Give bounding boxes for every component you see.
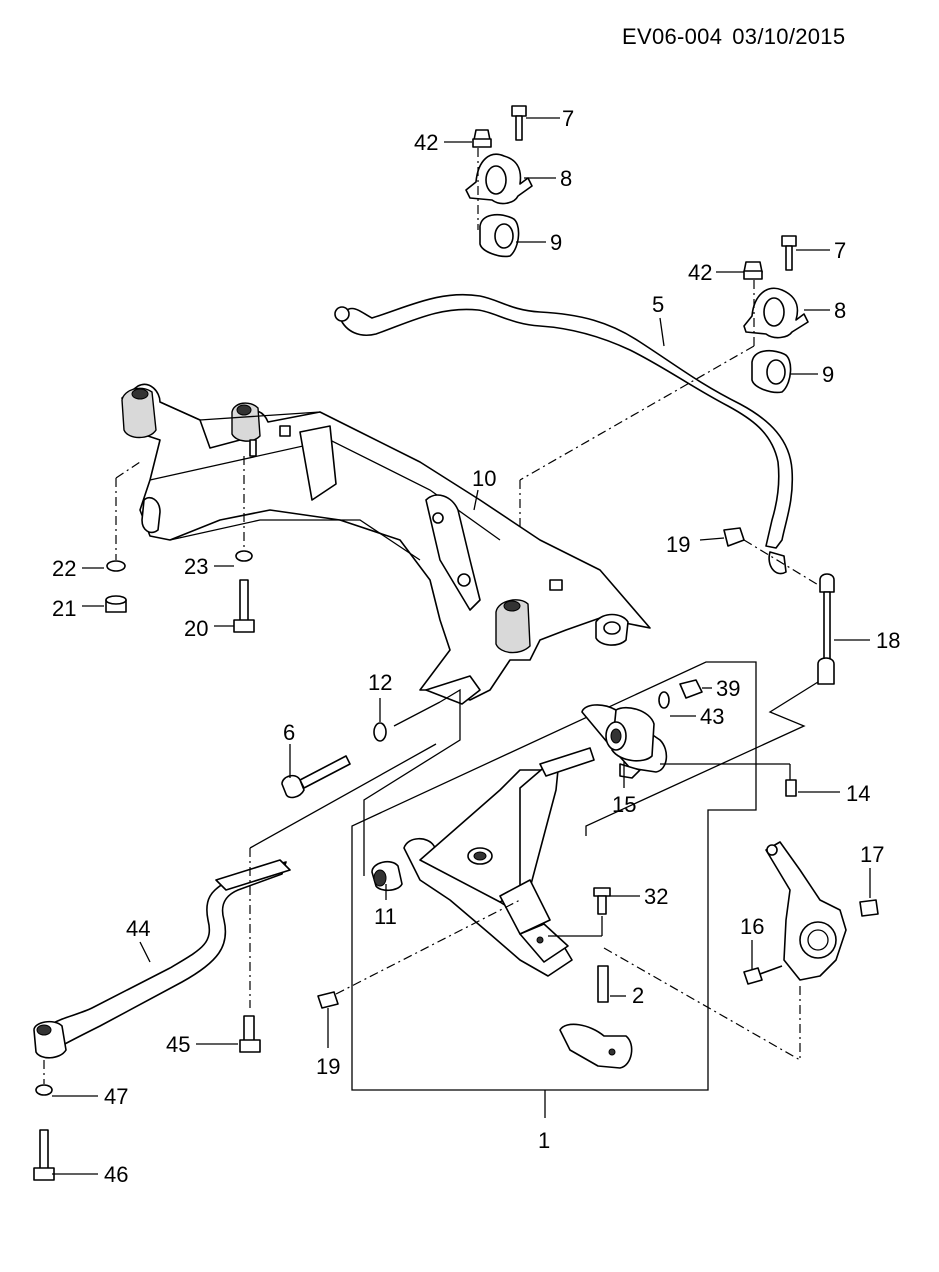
nut-19-top bbox=[723, 527, 745, 547]
washer-43 bbox=[658, 691, 670, 709]
callout-16: 16 bbox=[740, 914, 764, 939]
bolt-46 bbox=[39, 1129, 49, 1171]
callout-18: 18 bbox=[876, 628, 900, 653]
callout-45: 45 bbox=[166, 1032, 190, 1057]
callout-6: 6 bbox=[283, 720, 295, 745]
callout-19-top: 19 bbox=[666, 532, 690, 557]
washer-22 bbox=[106, 560, 126, 572]
callout-2: 2 bbox=[632, 983, 644, 1008]
stabilizer-link bbox=[817, 573, 835, 685]
bolt-14 bbox=[785, 779, 797, 797]
washer-12 bbox=[373, 722, 387, 742]
bolt-45 bbox=[243, 1015, 255, 1043]
callout-11: 11 bbox=[374, 904, 397, 929]
bolt-32 bbox=[593, 887, 611, 897]
callout-43: 43 bbox=[700, 704, 724, 729]
callout-8-left: 8 bbox=[560, 166, 572, 191]
bolt-6 bbox=[281, 755, 351, 799]
bushing-clamp-set-left bbox=[465, 105, 533, 258]
callout-10: 10 bbox=[472, 466, 496, 491]
callout-21: 21 bbox=[52, 596, 76, 621]
callout-42-left: 42 bbox=[414, 130, 438, 155]
callout-9-left: 9 bbox=[550, 230, 562, 255]
diagram-code: EV06-004 bbox=[622, 24, 723, 49]
nut-19-bottom bbox=[317, 991, 339, 1009]
callout-17: 17 bbox=[860, 842, 884, 867]
reinforcement-bar-44 bbox=[33, 859, 291, 1059]
callout-19-bottom: 19 bbox=[316, 1054, 340, 1079]
steering-knuckle bbox=[765, 841, 847, 981]
callout-7-left: 7 bbox=[562, 106, 574, 131]
washer-23 bbox=[235, 550, 253, 562]
callout-32: 32 bbox=[644, 884, 668, 909]
callout-5: 5 bbox=[652, 292, 664, 317]
callout-labels: 1 2 5 6 7 7 8 8 9 9 10 11 12 14 15 16 17… bbox=[52, 106, 900, 1187]
nut-39 bbox=[679, 679, 703, 699]
callout-42-right: 42 bbox=[688, 260, 712, 285]
callout-8-right: 8 bbox=[834, 298, 846, 323]
callout-39: 39 bbox=[716, 676, 740, 701]
assembly-1-bracket bbox=[351, 661, 757, 1091]
mount-line-left-top bbox=[115, 461, 141, 479]
bolt-16 bbox=[743, 967, 763, 985]
diagram-date: 03/10/2015 bbox=[732, 24, 846, 49]
leader-lines bbox=[52, 117, 871, 1175]
diagram-header: EV06-004 03/10/2015 bbox=[622, 24, 855, 50]
stabilizer-bar-end-right bbox=[768, 551, 787, 575]
callout-46: 46 bbox=[104, 1162, 128, 1187]
callout-9-right: 9 bbox=[822, 362, 834, 387]
callout-7-right: 7 bbox=[834, 238, 846, 263]
washer-47 bbox=[35, 1084, 53, 1096]
callout-20: 20 bbox=[184, 616, 208, 641]
callout-14: 14 bbox=[846, 781, 870, 806]
callout-47: 47 bbox=[104, 1084, 128, 1109]
callout-22: 22 bbox=[52, 556, 76, 581]
bolt-20 bbox=[239, 579, 249, 623]
callout-23: 23 bbox=[184, 554, 208, 579]
front-crossmember bbox=[121, 383, 651, 705]
ball-joint-2 bbox=[559, 965, 633, 1069]
rear-bushing-15 bbox=[581, 704, 668, 779]
nut-17 bbox=[859, 899, 879, 917]
callout-15: 15 bbox=[612, 792, 636, 817]
stabilizer-bar-end-left bbox=[334, 306, 350, 322]
callout-44: 44 bbox=[126, 916, 150, 941]
lower-control-arm bbox=[403, 747, 595, 977]
callout-1: 1 bbox=[538, 1128, 550, 1153]
callout-12: 12 bbox=[368, 670, 392, 695]
stabilizer-bar bbox=[339, 293, 794, 549]
bushing-clamp-set-right bbox=[519, 235, 809, 598]
